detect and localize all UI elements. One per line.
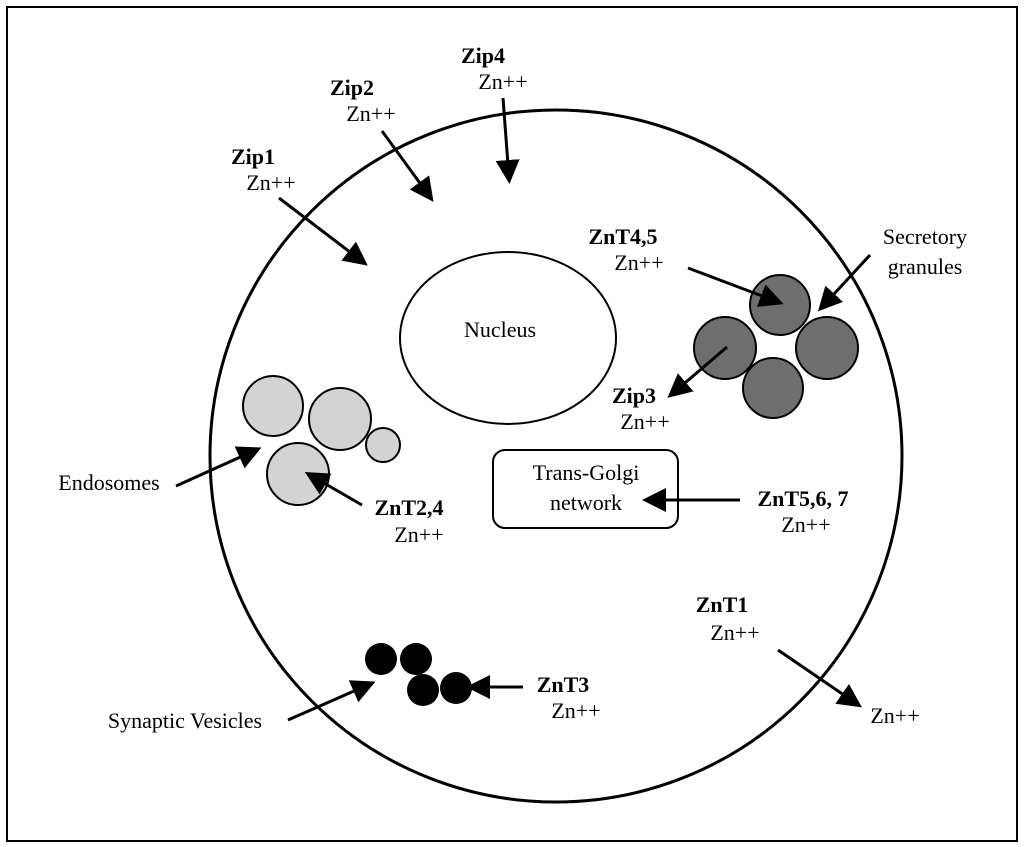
endosomes-label: Endosomes	[58, 470, 159, 495]
zip2-label: Zip2	[330, 75, 374, 100]
znt567-label: ZnT5,6, 7	[757, 486, 848, 511]
granule	[749, 274, 811, 336]
endosome	[266, 442, 330, 506]
zip1-ion: Zn++	[246, 170, 295, 195]
zip2-ion: Zn++	[346, 101, 395, 126]
synaptic-vesicles	[365, 643, 472, 706]
endosomes-arrow	[175, 446, 262, 488]
vesicle	[365, 643, 397, 675]
secretory-label-line2: granules	[888, 254, 963, 279]
secretory-label-line1: Secretory	[883, 224, 967, 249]
zip3-ion: Zn++	[620, 409, 669, 434]
znt1-label: ZnT1	[696, 592, 749, 617]
cell-membrane	[208, 108, 904, 804]
zip1-arrow	[278, 196, 368, 266]
znt567-ion: Zn++	[781, 512, 830, 537]
znt24-arrow	[304, 472, 363, 507]
vesicle	[400, 643, 432, 675]
zip2-arrow	[380, 130, 434, 202]
synaptic-arrow	[287, 680, 376, 722]
znt1-arrow	[777, 648, 862, 708]
zip4-arrow	[495, 97, 520, 184]
granule	[795, 316, 859, 380]
endosome	[365, 427, 401, 463]
endosome	[242, 375, 304, 437]
zip1-label: Zip1	[231, 144, 275, 169]
vesicle	[440, 672, 472, 704]
znt3-ion: Zn++	[551, 698, 600, 723]
vesicle	[407, 674, 439, 706]
znt45-arrow	[687, 266, 784, 307]
trans-golgi-network	[492, 449, 679, 529]
znt3-label: ZnT3	[537, 672, 590, 697]
znt45-label: ZnT4,5	[588, 224, 657, 249]
zip4-ion: Zn++	[478, 69, 527, 94]
znt45-ion: Zn++	[614, 250, 663, 275]
zip3-arrow	[667, 345, 728, 398]
golgi-label-line2: network	[550, 490, 622, 515]
synaptic-label: Synaptic Vesicles	[108, 708, 262, 733]
zip4-label: Zip4	[461, 43, 505, 68]
granule	[742, 357, 804, 419]
nucleus	[399, 251, 617, 425]
golgi-label-line1: Trans-Golgi	[533, 460, 640, 485]
znt1-ion-out: Zn++	[870, 703, 919, 728]
znt24-ion: Zn++	[394, 522, 443, 547]
znt24-label: ZnT2,4	[374, 495, 443, 520]
nucleus-label: Nucleus	[464, 317, 536, 342]
endosome	[308, 387, 372, 451]
znt1-ion: Zn++	[710, 620, 759, 645]
secretory-arrow	[817, 253, 872, 312]
zip3-label: Zip3	[612, 383, 656, 408]
